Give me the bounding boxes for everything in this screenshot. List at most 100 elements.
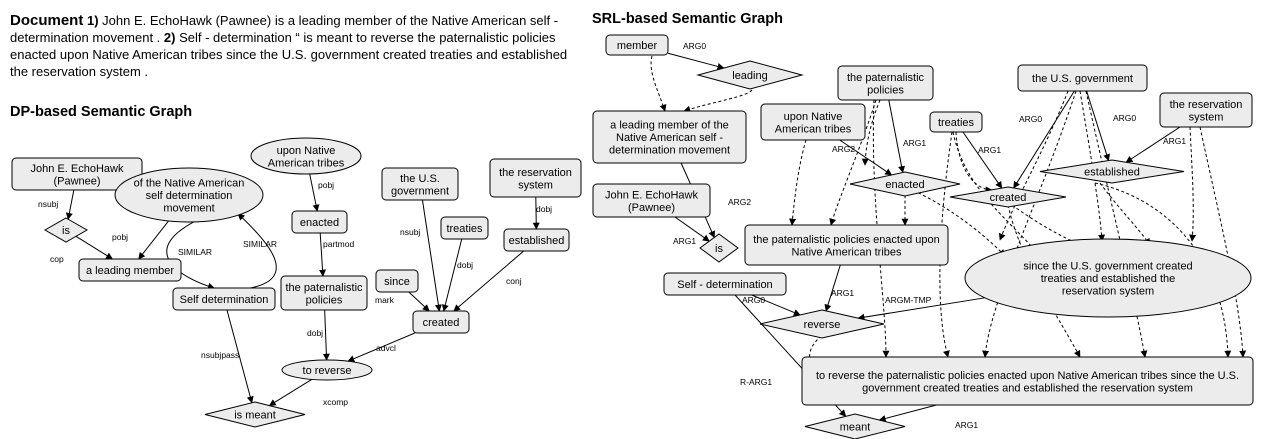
graph-edge (319, 232, 327, 277)
edge-label: ARG1 (1163, 136, 1186, 146)
document-label: Document (10, 12, 84, 29)
coreference-edge (1189, 126, 1197, 242)
node-box (440, 216, 489, 240)
node-diamond (804, 413, 906, 439)
node-label: is (715, 243, 723, 255)
graph-edge (751, 294, 801, 316)
node-box (801, 356, 1254, 406)
graph-edge (421, 199, 442, 312)
graph-node: leading (696, 60, 804, 90)
sentence-2-text: Self - determination “ is meant to rever… (10, 30, 568, 79)
edge-label: ARG0 (1019, 114, 1042, 124)
node-label: Self - determination (677, 279, 772, 291)
node-box (172, 287, 276, 311)
node-label: John E. EchoHawk (605, 189, 698, 201)
node-label: created (423, 317, 460, 329)
coreference-edge (939, 131, 953, 358)
node-label: since the U.S. government created (1023, 261, 1192, 273)
edge-label: advcl (376, 343, 396, 353)
node-label: upon Native (784, 111, 843, 123)
coreference-edge (789, 139, 807, 226)
edge-label: ARGM-TMP (885, 295, 932, 305)
node-label: created (990, 192, 1027, 204)
node-label: John E. EchoHawk (31, 163, 124, 175)
node-label: the U.S. (400, 173, 440, 185)
sentence-2-number: 2) (163, 30, 176, 45)
edge-label: ARG0 (742, 295, 765, 305)
node-label: leading (732, 70, 767, 82)
graph-edge (962, 131, 1003, 189)
node-box (1159, 92, 1253, 128)
node-box (663, 272, 787, 296)
node-box (760, 103, 866, 141)
node-label: to reverse the paternalistic policies en… (816, 370, 1239, 382)
edge-label: nsubj (400, 227, 420, 237)
node-ellipse (250, 137, 362, 175)
edge-label: dobj (307, 328, 323, 338)
edge-label: ARG2 (832, 144, 855, 154)
node-label: reverse (804, 319, 841, 331)
coreference-edge (1079, 90, 1106, 242)
node-label: system (518, 179, 553, 191)
graph-node: created (412, 310, 470, 334)
node-label: policies (306, 294, 343, 306)
node-ellipse (281, 359, 373, 381)
graph-node: the paternalistic policies enacted uponN… (744, 224, 949, 266)
node-label: movement (163, 203, 214, 215)
node-label: American tribes (775, 123, 852, 135)
graph-node: established (503, 228, 570, 252)
node-label: government (391, 185, 449, 197)
node-label: the reservation (1170, 99, 1243, 111)
graph-edge (138, 220, 169, 260)
graph-edge (1086, 90, 1110, 162)
node-box (592, 183, 711, 218)
graph-edge (878, 404, 937, 422)
graph-node: Self determination (172, 287, 276, 311)
graph-edge (667, 52, 725, 70)
coreference-edge (1094, 182, 1232, 358)
graph-node: John E. EchoHawk(Pawnee) (592, 183, 711, 218)
graph-node: treaties (440, 216, 489, 240)
node-label: determination movement (609, 145, 730, 157)
node-box (381, 167, 459, 201)
graph-edge (309, 173, 320, 212)
node-box (592, 110, 747, 164)
nodes-layer: John E. EchoHawk(Pawnee)of the Native Am… (11, 34, 1254, 439)
edge-label: pobj (318, 180, 334, 190)
node-label: upon Native (277, 145, 336, 157)
graph-node: established (1039, 159, 1185, 184)
edge-label: cop (50, 254, 64, 264)
coreference-edge (982, 90, 1077, 358)
node-diamond (696, 60, 804, 90)
node-diamond (849, 171, 961, 197)
coreference-edge (897, 183, 1006, 257)
node-box (375, 269, 419, 293)
node-box (929, 111, 983, 133)
graph-node: since (375, 269, 419, 293)
node-label: is (62, 225, 70, 237)
node-label: (Pawnee) (628, 202, 675, 214)
graph-node: is (43, 217, 89, 243)
graph-node: the U.S. government (1017, 64, 1148, 92)
node-diamond (43, 217, 89, 243)
edge-label: ARG1 (831, 288, 854, 298)
node-label: government created treaties and establis… (862, 382, 1193, 394)
node-label: treaties and established the (1041, 273, 1176, 285)
node-label: the reservation (499, 167, 572, 179)
graph-edge (532, 196, 540, 230)
graph-edge (322, 309, 330, 361)
coreference-edge (1099, 182, 1151, 246)
edge-label: mark (375, 295, 395, 305)
node-label: reservation system (1062, 286, 1154, 298)
graph-node: to reverse (281, 359, 373, 381)
edge-label: SIMILAR (178, 247, 212, 257)
graph-node: to reverse the paternalistic policies en… (801, 356, 1254, 406)
node-label: established (509, 235, 565, 247)
node-label: American tribes (268, 157, 345, 169)
edge-label: dobj (536, 204, 552, 214)
node-box (503, 228, 570, 252)
node-label: the U.S. government (1032, 73, 1133, 85)
